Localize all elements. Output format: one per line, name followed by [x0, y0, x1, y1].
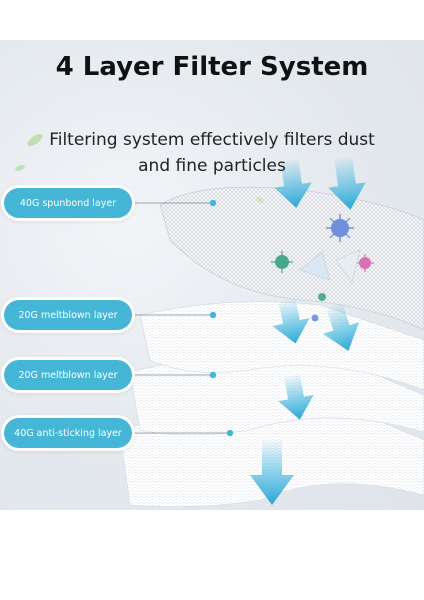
layer-1-sheet	[159, 186, 424, 331]
virus-icon	[271, 214, 374, 322]
subtitle-line-1: Filtering system effectively filters dus…	[49, 130, 375, 150]
layer-label-2: 20G meltblown layer	[4, 300, 132, 330]
layer-label-1: 40G spunbond layer	[4, 188, 132, 218]
page-title: 4 Layer Filter System	[55, 52, 369, 82]
connector-dot-4	[226, 429, 234, 437]
subtitle-line-2: and fine particles	[138, 156, 286, 176]
connector-dot-3	[209, 371, 217, 379]
layer-2-sheet	[139, 301, 424, 391]
layer-label-4: 40G anti-sticking layer	[4, 418, 132, 448]
connector-dot-2	[209, 311, 217, 319]
arrow-down-icon	[250, 157, 366, 505]
leaf-icon	[15, 133, 265, 204]
layer-label-3: 20G meltblown layer	[4, 360, 132, 390]
connector-dot-1	[209, 199, 217, 207]
